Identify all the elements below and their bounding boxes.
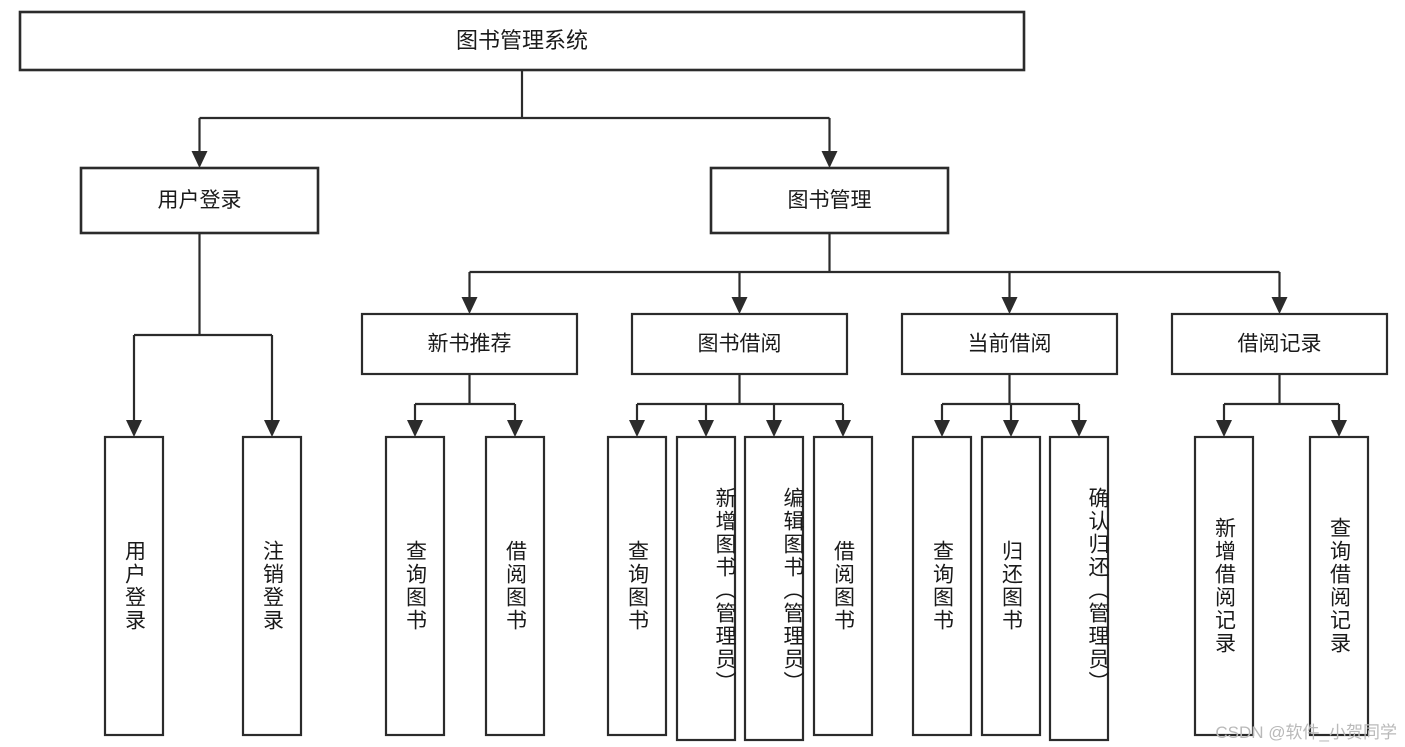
conn-book-borrow-leaf-borrow-book-arrowhead [835, 420, 851, 437]
node-label-book-management: 图书管理 [788, 189, 872, 212]
conn-book-management-book-borrow-arrowhead [731, 297, 748, 314]
node-box-leaf-query-book-current[interactable] [911, 435, 973, 737]
node-book-borrow[interactable]: 图书借阅 [630, 312, 849, 376]
node-borrow-record[interactable]: 借阅记录 [1170, 312, 1389, 376]
node-box-leaf-borrow-book[interactable] [812, 435, 874, 737]
conn-current-borrow-leaf-return-book-arrowhead [1003, 420, 1019, 437]
node-label-user-login: 用户登录 [158, 189, 242, 212]
node-leaf-add-borrow-record[interactable] [1193, 435, 1255, 737]
node-box-leaf-confirm-return-admin[interactable] [1048, 435, 1110, 742]
conn-book-borrow-leaf-query-book-borrow-arrowhead [629, 420, 645, 437]
conn-book-borrow-leaf-edit-book-admin-arrowhead [766, 420, 782, 437]
node-box-leaf-add-book-admin[interactable] [675, 435, 737, 742]
node-box-new-book-recommend[interactable] [360, 312, 579, 376]
conn-book-management-borrow-record-arrowhead [1271, 297, 1288, 314]
node-box-leaf-logout-login[interactable] [241, 435, 303, 737]
node-current-borrow[interactable]: 当前借阅 [900, 312, 1119, 376]
node-box-borrow-record[interactable] [1170, 312, 1389, 376]
node-leaf-borrow-book-recommend[interactable] [484, 435, 546, 737]
node-leaf-user-login[interactable] [103, 435, 165, 737]
watermark: CSDN @软件_小贺同学 [1215, 723, 1397, 742]
node-leaf-return-book[interactable] [980, 435, 1042, 737]
node-leaf-query-book-recommend[interactable] [384, 435, 446, 737]
node-box-leaf-query-borrow-record[interactable] [1308, 435, 1370, 737]
node-box-leaf-return-book[interactable] [980, 435, 1042, 737]
node-box-current-borrow[interactable] [900, 312, 1119, 376]
node-box-root[interactable] [18, 10, 1026, 72]
conn-new-book-recommend-leaf-query-book-recommend-arrowhead [407, 420, 423, 437]
node-root[interactable]: 图书管理系统 [18, 10, 1026, 72]
node-label-current-borrow: 当前借阅 [968, 333, 1052, 356]
conn-borrow-record-leaf-add-borrow-record-arrowhead [1216, 420, 1232, 437]
node-label-book-borrow: 图书借阅 [698, 333, 782, 356]
conn-current-borrow-leaf-confirm-return-admin-arrowhead [1071, 420, 1087, 437]
node-box-leaf-query-book-borrow[interactable] [606, 435, 668, 737]
conn-user-login-leaf-user-login-arrowhead [126, 420, 142, 437]
node-leaf-confirm-return-admin[interactable] [1048, 435, 1110, 742]
node-leaf-edit-book-admin[interactable] [743, 435, 805, 742]
conn-book-management-new-book-recommend-arrowhead [461, 297, 478, 314]
conn-user-login-leaf-logout-login-arrowhead [264, 420, 280, 437]
conn-current-borrow-leaf-query-book-current-arrowhead [934, 420, 950, 437]
node-box-book-borrow[interactable] [630, 312, 849, 376]
node-box-leaf-user-login[interactable] [103, 435, 165, 737]
node-label-borrow-record: 借阅记录 [1238, 333, 1322, 356]
conn-new-book-recommend-leaf-borrow-book-recommend-arrowhead [507, 420, 523, 437]
node-box-leaf-query-book-recommend[interactable] [384, 435, 446, 737]
node-box-leaf-add-borrow-record[interactable] [1193, 435, 1255, 737]
conn-book-borrow-leaf-add-book-admin-arrowhead [698, 420, 714, 437]
node-leaf-borrow-book[interactable] [812, 435, 874, 737]
node-label-new-book-recommend: 新书推荐 [428, 333, 512, 356]
connector-layer [126, 70, 1347, 437]
conn-root-user-login-arrowhead [191, 151, 208, 168]
conn-book-management-current-borrow-arrowhead [1001, 297, 1018, 314]
node-book-management[interactable]: 图书管理 [709, 166, 950, 235]
node-label-root: 图书管理系统 [456, 28, 588, 53]
conn-borrow-record-leaf-query-borrow-record-arrowhead [1331, 420, 1347, 437]
node-leaf-query-borrow-record[interactable] [1308, 435, 1370, 737]
node-leaf-add-book-admin[interactable] [675, 435, 737, 742]
node-leaf-query-book-current[interactable] [911, 435, 973, 737]
node-leaf-query-book-borrow[interactable] [606, 435, 668, 737]
node-box-leaf-borrow-book-recommend[interactable] [484, 435, 546, 737]
node-box-book-management[interactable] [709, 166, 950, 235]
conn-root-book-management-arrowhead [821, 151, 838, 168]
node-box-leaf-edit-book-admin[interactable] [743, 435, 805, 742]
node-leaf-logout-login[interactable] [241, 435, 303, 737]
node-box-user-login[interactable] [79, 166, 320, 235]
node-user-login[interactable]: 用户登录 [79, 166, 320, 235]
node-new-book-recommend[interactable]: 新书推荐 [360, 312, 579, 376]
